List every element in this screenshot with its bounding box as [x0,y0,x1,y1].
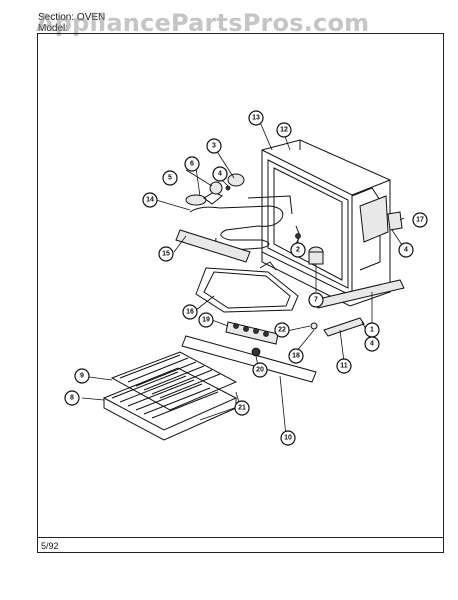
bake-element [195,261,299,313]
model-label: Model: [38,23,69,34]
callout-22: 22 [274,322,290,338]
callout-20: 20 [252,362,268,378]
callout-7: 7 [308,292,324,308]
callout-6: 6 [184,156,200,172]
callout-3: 3 [206,138,222,154]
model-row: Model: [38,23,105,34]
callout-15: 15 [158,246,174,262]
oven-cavity [261,139,391,307]
sensor-parts [295,225,324,265]
oven-racks [102,351,238,441]
footer-date-code: 5/92 [41,541,59,551]
callout-20-label: 20 [256,367,264,374]
section-label: Section: [38,12,75,23]
oven-light-parts [185,173,245,206]
callout-17-label: 17 [416,217,424,224]
callout-1: 1 [364,322,380,338]
callout-8: 8 [64,390,80,406]
side-rails [313,279,405,337]
callout-21-label: 21 [238,405,246,412]
callout-8-label: 8 [70,395,74,402]
callout-4c-label: 4 [370,341,374,348]
callout-1-label: 1 [370,327,374,334]
callout-12: 12 [276,122,292,138]
callout-4a-label: 4 [218,171,222,178]
callout-9: 9 [74,368,90,384]
callout-4a: 4 [212,166,228,182]
watermark: AppliancePartsPros.com [36,9,370,37]
callout-16: 16 [182,304,198,320]
callout-7-label: 7 [314,297,318,304]
broil-element [189,195,293,251]
callout-2: 2 [290,242,306,258]
callout-10: 10 [280,430,296,446]
callout-4c: 4 [364,336,380,352]
callout-11: 11 [336,358,352,374]
callout-2-label: 2 [296,247,300,254]
section-row: Section: OVEN [38,12,105,23]
footer-divider [37,537,444,538]
callout-16-label: 16 [186,309,194,316]
bottom-trim [181,335,317,383]
callout-12-label: 12 [280,127,288,134]
callout-9-label: 9 [80,373,84,380]
callout-21: 21 [234,400,250,416]
callout-17: 17 [412,212,428,228]
callout-22-label: 22 [278,327,286,334]
callout-10-label: 10 [284,435,292,442]
side-bracket [387,211,403,231]
callout-19: 19 [198,312,214,328]
callout-4b-label: 4 [404,247,408,254]
callout-18-label: 18 [292,353,300,360]
callout-14-label: 14 [146,197,154,204]
callout-15-label: 15 [162,251,170,258]
leader-lines [81,121,405,437]
callout-4b: 4 [398,242,414,258]
callout-18: 18 [288,348,304,364]
callout-13-label: 13 [252,115,260,122]
section-value: OVEN [76,12,106,23]
callout-5-label: 5 [168,175,172,182]
callout-13: 13 [248,110,264,126]
page-frame [37,33,444,553]
callout-5: 5 [162,170,178,186]
header: Section: OVEN Model: [38,12,105,34]
callout-6-label: 6 [190,161,194,168]
callout-19-label: 19 [202,317,210,324]
terminal-block [225,321,318,357]
broil-panel [175,229,251,263]
callout-14: 14 [142,192,158,208]
callout-3-label: 3 [212,143,216,150]
callout-11-label: 11 [340,363,348,370]
